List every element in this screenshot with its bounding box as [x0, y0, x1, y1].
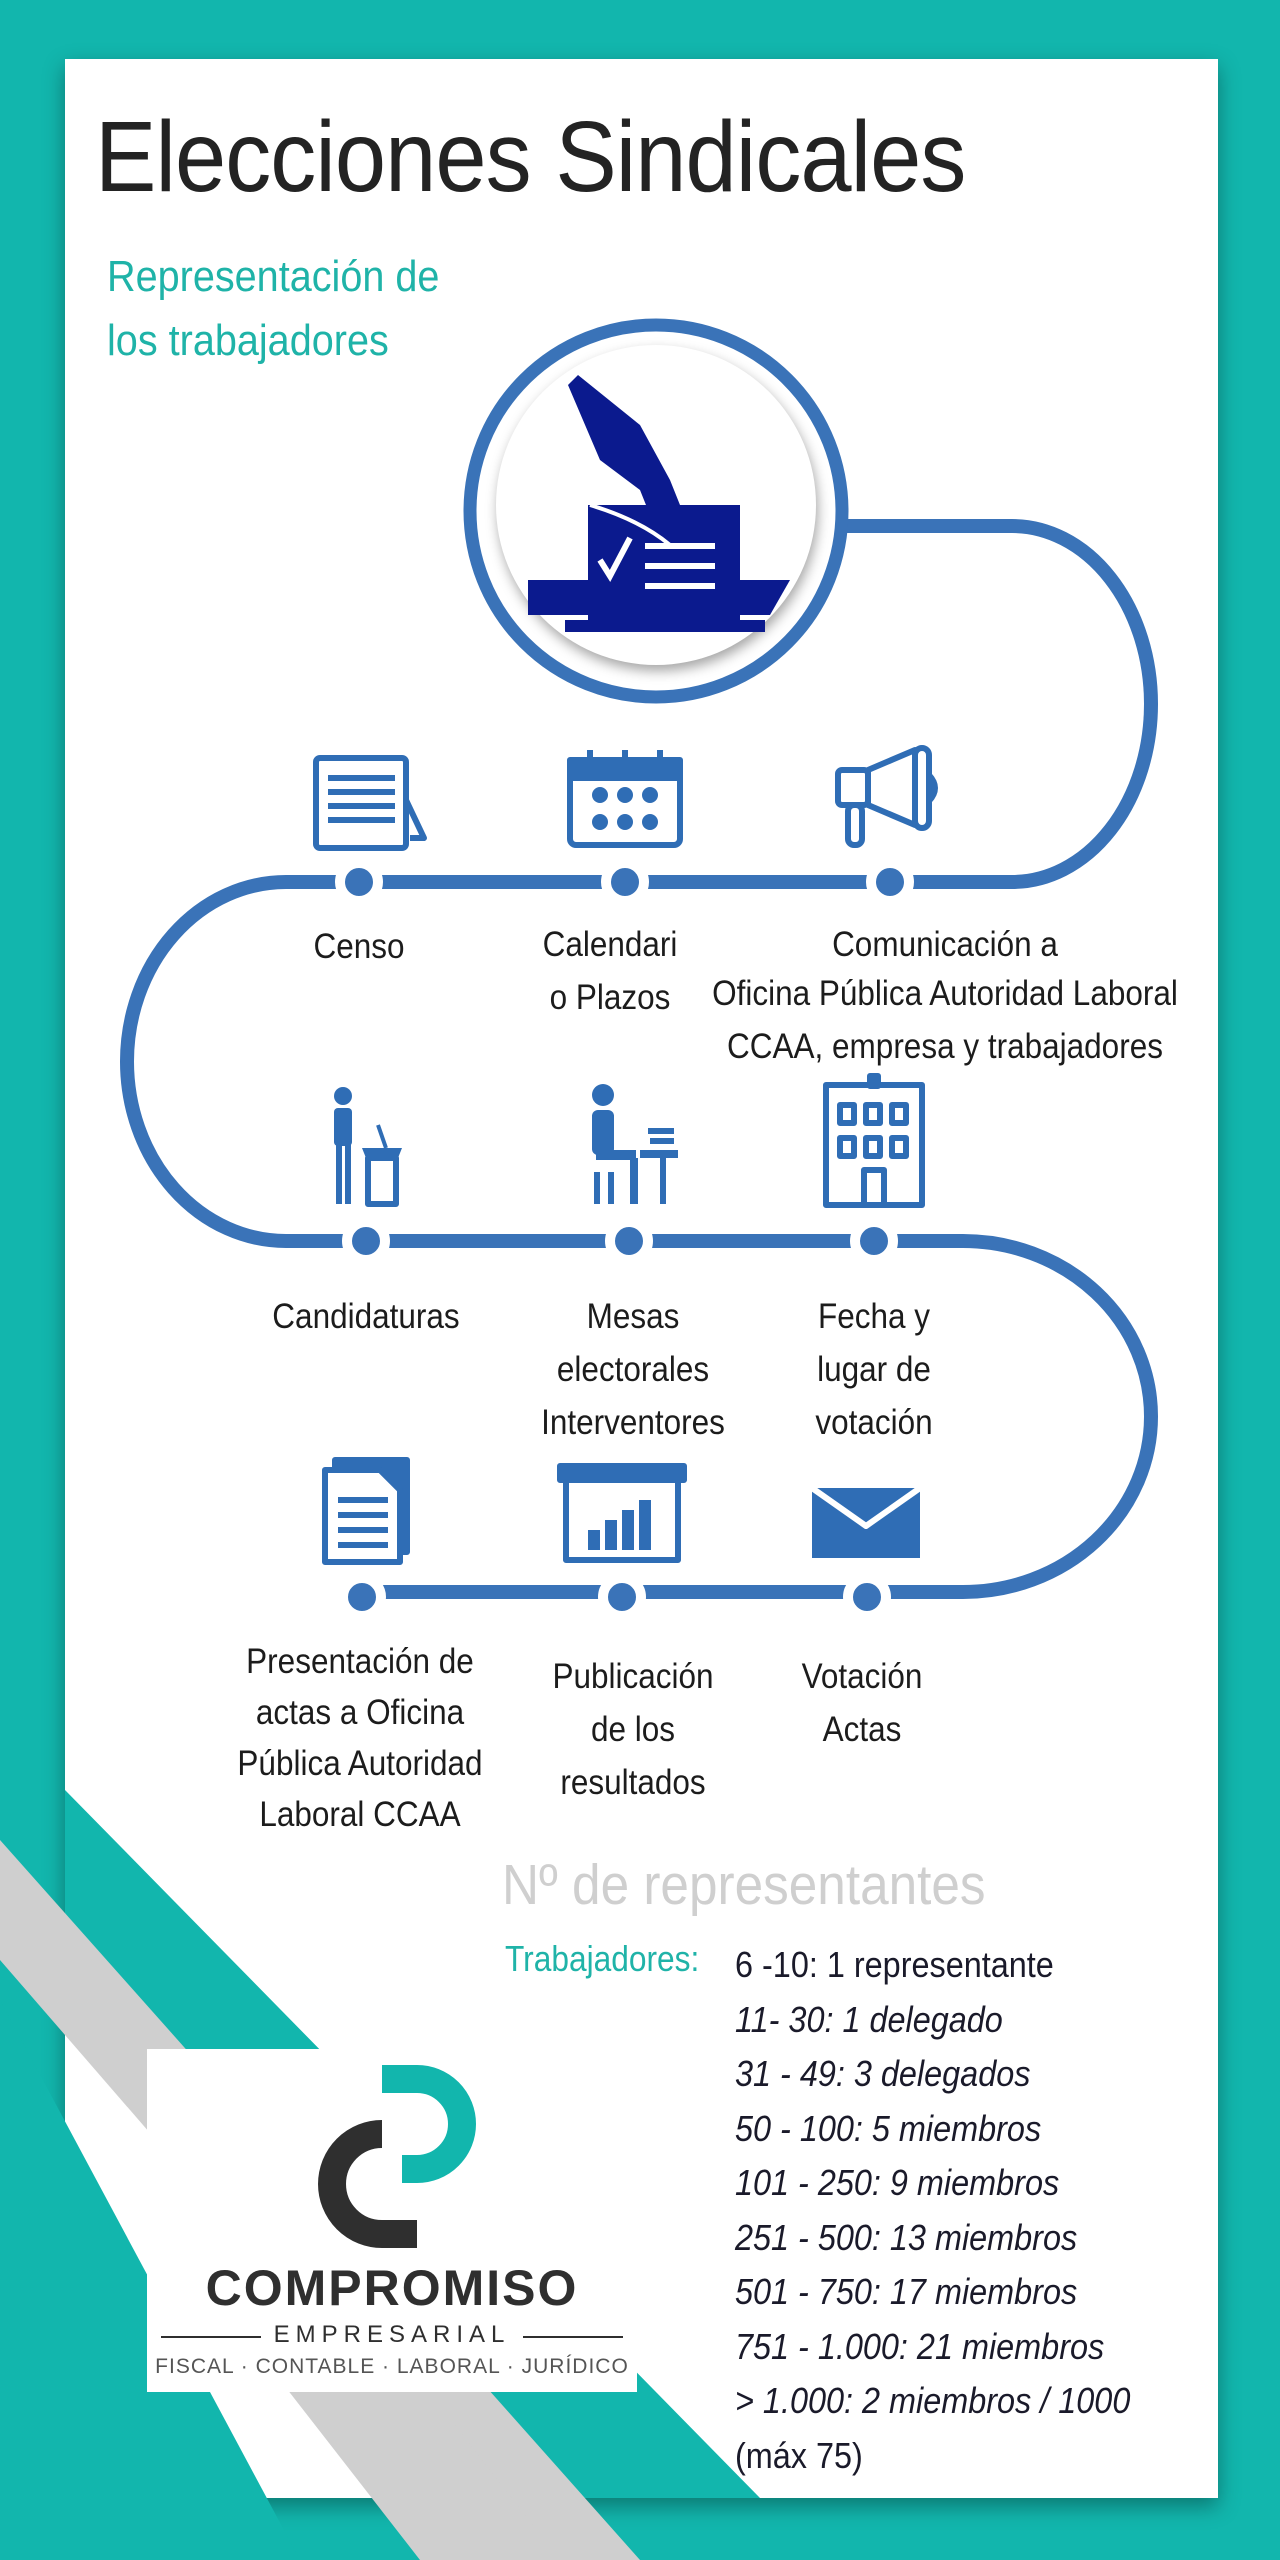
list-item: 31 - 49: 3 delegados: [735, 2053, 1031, 2094]
step-label-line: Oficina Pública Autoridad Laboral: [712, 974, 1178, 1013]
list-item: 6 -10: 1 representante: [735, 1944, 1054, 1985]
step-label-line: votación: [815, 1403, 933, 1442]
building-icon: [823, 1073, 925, 1208]
step-label-votacion: Votación Actas: [802, 1650, 923, 1756]
step-label-comunicacion: Comunicación a Oficina Pública Autoridad…: [712, 918, 1178, 1073]
calendar-icon: [567, 750, 683, 848]
step-label-censo: Censo: [313, 920, 404, 973]
step-label-line: Votación: [801, 1657, 923, 1696]
step-label-line: Calendari: [542, 925, 678, 964]
page-title: Elecciones Sindicales: [95, 101, 966, 213]
step-label-line: Laboral CCAA: [259, 1795, 461, 1834]
step-label-line: lugar de: [817, 1350, 931, 1389]
step-label-presentacion: Presentación de actas a Oficina Pública …: [237, 1636, 482, 1840]
step-dot: [335, 858, 383, 906]
list-item: 251 - 500: 13 miembros: [735, 2216, 1078, 2258]
files-icon: [322, 1457, 410, 1565]
logo-mark-icon: [318, 2065, 476, 2248]
subtitle-line: Representación de: [107, 252, 440, 301]
step-label-candidaturas: Candidaturas: [272, 1290, 459, 1343]
step-label-line: o Plazos: [549, 978, 671, 1017]
step-label-line: Interventores: [541, 1403, 725, 1442]
step-label-line: de los: [590, 1710, 676, 1749]
person-at-desk-icon: [592, 1084, 678, 1204]
step-dot: [850, 1217, 898, 1265]
step-label-calendario: Calendari o Plazos: [543, 918, 678, 1024]
representatives-list: 6 -10: 1 representante 11- 30: 1 delegad…: [735, 1938, 1174, 2483]
step-dot: [843, 1573, 891, 1621]
step-label-line: Candidaturas: [272, 1297, 460, 1336]
step-dot: [338, 1573, 386, 1621]
step-label-line: Pública Autoridad: [237, 1744, 483, 1783]
speaker-podium-icon: [334, 1087, 402, 1207]
step-label-line: CCAA, empresa y trabajadores: [727, 1027, 1163, 1066]
list-item: 50 - 100: 5 miembros: [735, 2107, 1042, 2149]
step-label-publicacion: Publicación de los resultados: [552, 1650, 713, 1809]
step-dot: [601, 858, 649, 906]
step-dot: [605, 1217, 653, 1265]
step-dot: [598, 1573, 646, 1621]
step-label-line: Presentación de: [246, 1642, 474, 1681]
step-label-line: Actas: [822, 1710, 902, 1749]
ballot-box-icon: [528, 375, 790, 632]
logo-sub: EMPRESARIAL: [273, 2321, 511, 2348]
step-label-line: electorales: [556, 1350, 710, 1389]
step-label-line: resultados: [560, 1763, 706, 1802]
logo-name: COMPROMISO: [205, 2260, 579, 2316]
step-label-line: Censo: [313, 927, 405, 966]
list-item: 11- 30: 1 delegado: [735, 1998, 1003, 2040]
megaphone-icon: [835, 745, 938, 848]
step-label-mesas: Mesas electorales Interventores: [541, 1290, 725, 1449]
list-item: 501 - 750: 17 miembros: [735, 2271, 1078, 2312]
divider: [523, 2336, 623, 2338]
step-label-fecha: Fecha y lugar de votación: [815, 1290, 932, 1449]
subtitle-line: los trabajadores: [107, 316, 389, 365]
company-logo: COMPROMISO EMPRESARIAL FISCAL · CONTABLE…: [147, 2049, 637, 2392]
step-label-line: Fecha y: [817, 1297, 931, 1336]
logo-tagline: FISCAL · CONTABLE · LABORAL · JURÍDICO: [155, 2355, 629, 2378]
subtitle: Representación de los trabajadores: [107, 245, 439, 373]
step-label-line: actas a Oficina: [255, 1693, 465, 1732]
list-item: > 1.000: 2 miembros / 1000: [735, 2380, 1131, 2421]
list-item: 751 - 1.000: 21 miembros: [735, 2325, 1105, 2367]
document-icon: [313, 755, 427, 851]
representatives-heading: Nº de representantes: [502, 1853, 986, 1917]
envelope-icon: [810, 1485, 922, 1558]
step-label-line: Comunicación a: [832, 925, 1058, 964]
divider: [161, 2336, 261, 2338]
step-label-line: Mesas: [586, 1297, 680, 1336]
bar-chart-board-icon: [557, 1463, 687, 1563]
step-label-line: Publicación: [552, 1657, 714, 1696]
step-dot: [342, 1217, 390, 1265]
list-item: 101 - 250: 9 miembros: [735, 2162, 1060, 2203]
list-item: (máx 75): [735, 2434, 863, 2476]
step-dot: [866, 858, 914, 906]
workers-label: Trabajadores:: [505, 1938, 700, 1979]
